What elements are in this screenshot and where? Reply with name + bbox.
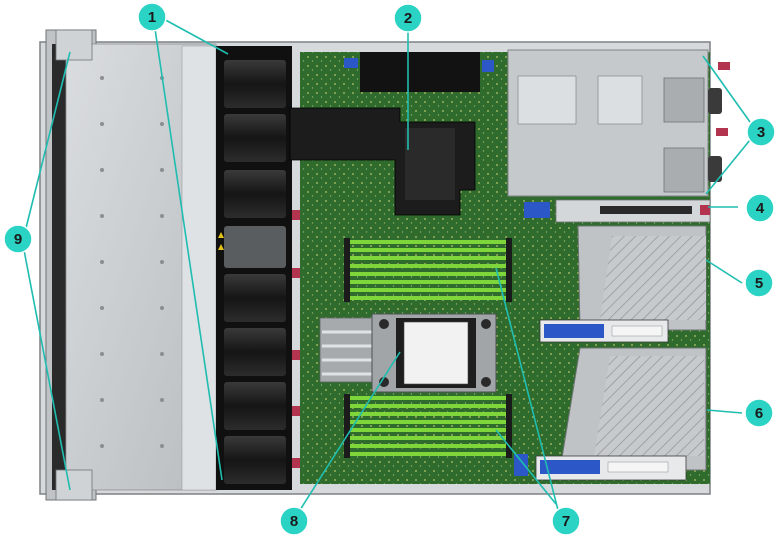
callout-1: 1 xyxy=(137,2,167,32)
fan-wall xyxy=(216,46,300,490)
fan-blank xyxy=(224,226,286,268)
blue-latch xyxy=(514,454,528,476)
callout-8: 8 xyxy=(279,506,309,536)
svg-text:5: 5 xyxy=(755,275,763,292)
svg-text:2: 2 xyxy=(404,10,412,27)
rear-ocp-slot xyxy=(524,199,711,223)
power-supply-bay xyxy=(507,49,730,197)
riser-cage-secondary xyxy=(535,347,707,481)
air-baffle xyxy=(289,107,476,216)
fan-module xyxy=(224,114,286,162)
svg-text:3: 3 xyxy=(757,124,765,141)
callout-3: 3 xyxy=(746,117,776,147)
power-supply-2 xyxy=(663,147,705,193)
fan-release-tab xyxy=(292,350,300,360)
fan-module xyxy=(224,328,286,376)
blue-latch xyxy=(344,58,358,68)
fan-module xyxy=(224,170,286,218)
callout-6: 6 xyxy=(744,398,774,428)
svg-text:1: 1 xyxy=(148,9,156,26)
hazard-triangle-icon xyxy=(218,232,224,238)
fan-release-tab xyxy=(292,268,300,278)
fan-module xyxy=(224,382,286,430)
callout-4: 4 xyxy=(745,193,775,223)
dimm-bank-upper xyxy=(344,238,512,302)
processor-heatsink xyxy=(319,313,497,393)
riser-cage-primary xyxy=(539,225,707,343)
fan-module xyxy=(224,60,286,108)
psu-handle xyxy=(708,156,722,182)
fan-release-tab xyxy=(292,458,300,468)
callout-9: 9 xyxy=(3,224,33,254)
psu-handle xyxy=(708,88,722,114)
board-connector-top xyxy=(360,52,480,92)
dimm-bank-lower xyxy=(344,394,528,476)
release-tab xyxy=(700,205,710,215)
drive-cage-holes xyxy=(100,76,164,448)
blue-latch xyxy=(524,202,550,218)
svg-text:9: 9 xyxy=(14,231,22,248)
svg-text:8: 8 xyxy=(290,513,298,530)
fan-release-tab xyxy=(292,406,300,416)
heatsink-label xyxy=(403,321,469,385)
psu-release-tab xyxy=(716,128,728,136)
callout-5: 5 xyxy=(744,268,774,298)
hazard-triangle-icon xyxy=(218,244,224,250)
power-supply-1 xyxy=(663,77,705,123)
svg-text:6: 6 xyxy=(755,405,763,422)
fan-module xyxy=(224,436,286,484)
blue-latch xyxy=(482,60,494,72)
front-ear-bottom xyxy=(55,469,93,501)
psu-release-tab xyxy=(718,62,730,70)
svg-text:4: 4 xyxy=(756,200,765,217)
fan-module xyxy=(224,274,286,322)
callout-7: 7 xyxy=(551,506,581,536)
front-ear-top xyxy=(55,29,93,61)
svg-text:7: 7 xyxy=(562,513,570,530)
fan-release-tab xyxy=(292,210,300,220)
leader-lines xyxy=(23,16,751,511)
callout-2: 2 xyxy=(393,3,423,33)
